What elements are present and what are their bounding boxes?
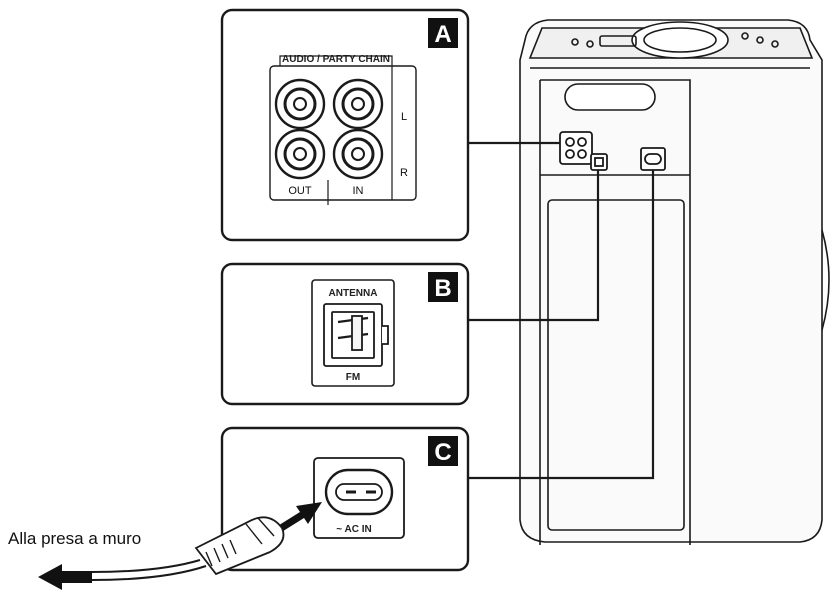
label-in: IN — [353, 185, 364, 197]
panel-b-badge-label: B — [434, 275, 451, 302]
channel-label-r: R — [400, 167, 408, 179]
channel-label-l: L — [401, 111, 407, 123]
panel-b-badge — [428, 272, 458, 302]
fm-label: FM — [346, 372, 360, 383]
wall-outlet-arrow-icon — [38, 564, 92, 590]
line-c — [468, 170, 655, 480]
ac-in-socket — [313, 457, 405, 539]
panel-a-badge-label: A — [434, 21, 451, 48]
power-plug — [194, 516, 285, 576]
panel-a-badge — [428, 18, 458, 48]
speaker-connector-antenna — [590, 153, 608, 171]
panel-a: A AUDIO / PARTY CHAIN L R OUT — [220, 8, 470, 242]
ac-in-label: ~ AC IN — [336, 524, 371, 535]
audio-party-chain-header: AUDIO / PARTY CHAIN — [282, 54, 390, 65]
speaker-connector-audio — [559, 131, 593, 165]
wall-outlet-caption: Alla presa a muro — [8, 529, 141, 548]
panel-c-badge — [428, 436, 458, 466]
antenna-label: ANTENNA — [329, 288, 378, 299]
rca-jack-out-l — [274, 78, 326, 130]
line-b — [468, 170, 600, 322]
power-cord — [91, 516, 285, 581]
speaker-unit — [519, 19, 830, 545]
fm-antenna-jack — [323, 303, 389, 367]
speaker-connector-ac — [640, 147, 666, 171]
rca-jack-in-l — [332, 78, 384, 130]
panel-b: B ANTENNA FM — [220, 262, 470, 406]
connection-lines — [468, 141, 655, 480]
rca-jack-out-r — [274, 128, 326, 180]
label-out: OUT — [288, 185, 312, 197]
rca-jack-in-r — [332, 128, 384, 180]
panel-c-badge-label: C — [434, 439, 451, 466]
